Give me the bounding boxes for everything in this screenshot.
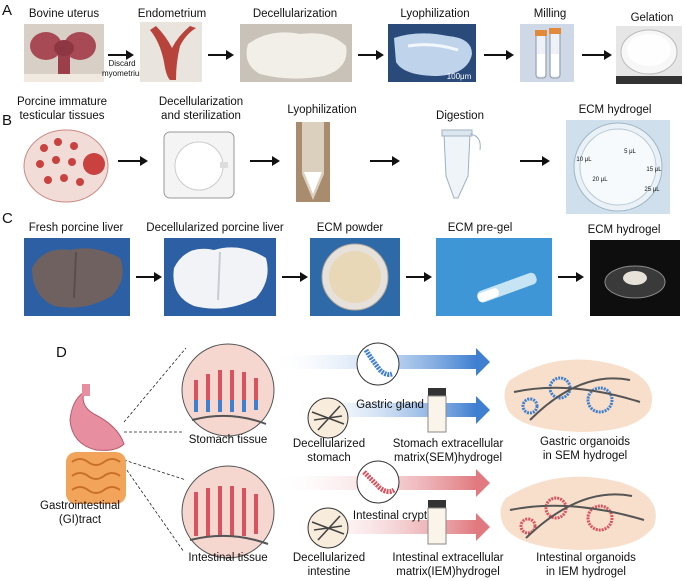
decell-intestine-label-line2: intestine [307, 566, 351, 578]
intestinal-tissue-label: Intestinal tissue [188, 552, 268, 564]
arrow-a1 [108, 50, 134, 60]
arrow-c2 [282, 272, 308, 282]
panel-label-d: D [56, 344, 67, 361]
step-label-fresh-liver: Fresh porcine liver [28, 222, 124, 234]
arrow-a3 [358, 50, 384, 60]
gastric-organoid-blob [504, 359, 652, 432]
discard-note-line2: myometrium [102, 69, 147, 78]
photo-endometrium [140, 22, 202, 82]
panel-label-b: B [2, 112, 13, 129]
scale-bar-label: 100μm [446, 72, 472, 81]
step-label-ecm-hydrogel-c: ECM hydrogel [587, 224, 661, 236]
dashed-connectors [123, 347, 187, 553]
step-label-porcine-line2: testicular tissues [19, 110, 105, 122]
photo-ecm-hydrogel-b [566, 120, 670, 214]
gastric-organoids-label-line1: Gastric organoids [539, 436, 631, 448]
photo-bovine-uterus [24, 24, 104, 82]
photo-fresh-liver [24, 238, 130, 316]
arrow-c1 [136, 272, 162, 282]
step-label-decell-line1: Decellularization [158, 96, 244, 108]
gi-tract-label-line2: (GI)tract [58, 514, 102, 526]
arrow-a2 [208, 50, 234, 60]
photo-lyophilization-a [388, 24, 476, 82]
decell-stomach-label-line1: Decellularized [292, 438, 366, 450]
step-label-lyophilization-b: Lyophilization [287, 104, 357, 116]
step-label-ecm-hydrogel-b: ECM hydrogel [578, 104, 652, 116]
step-label-bovine-uterus: Bovine uterus [28, 8, 100, 20]
stomach-organ [69, 384, 125, 451]
photo-decellularization-a [240, 24, 352, 82]
panel-d-illustration [66, 342, 656, 559]
intestine-organ [66, 452, 126, 504]
photo-milling [520, 24, 574, 82]
photo-decell-liver [164, 238, 276, 316]
decell-stomach-label-line2: stomach [307, 452, 351, 464]
dish-mark-25: 25 μL [644, 187, 660, 193]
gastric-gland-circle [356, 342, 400, 386]
sem-hydrogel-label-line2: matrix(SEM)hydrogel [394, 452, 502, 464]
decell-intestine-circle [307, 507, 349, 549]
step-label-lyophilization-a: Lyophilization [400, 8, 470, 20]
step-label-endometrium: Endometrium [137, 8, 207, 20]
arrow-b3 [370, 156, 400, 166]
step-label-decell-liver: Decellularized porcine liver [146, 222, 284, 234]
arrow-b2 [250, 156, 280, 166]
intestinal-organoids-label-line1: Intestinal organoids [536, 552, 636, 564]
step-label-decellularization-a: Decellularization [252, 8, 338, 20]
dish-mark-5: 5 μL [624, 149, 636, 155]
step-label-digestion: Digestion [436, 110, 484, 122]
arrow-a4 [484, 50, 514, 60]
intestinal-crypt-label: Intestinal crypt [352, 510, 428, 522]
stomach-tissue-label: Stomach tissue [188, 434, 268, 446]
step-label-ecm-powder: ECM powder [316, 222, 384, 234]
arrow-c4 [558, 272, 584, 282]
photo-decell-sterilization [160, 128, 238, 202]
arrow-b1 [118, 156, 148, 166]
dish-mark-10: 10 μL [576, 157, 592, 163]
arrow-c3 [406, 272, 432, 282]
step-label-milling: Milling [533, 8, 567, 20]
stomach-tissue-circle [181, 343, 275, 437]
dish-mark-15: 15 μL [646, 167, 662, 173]
panel-label-a: A [2, 2, 13, 19]
intestinal-organoids-label-line2: in IEM hydrogel [546, 566, 626, 578]
gastric-gland-label: Gastric gland [356, 399, 424, 411]
intestinal-organoid-blob [500, 476, 656, 550]
gastric-organoids-label-line2: in SEM hydrogel [542, 450, 628, 462]
photo-digestion [424, 126, 490, 202]
step-label-ecm-pregel: ECM pre-gel [447, 222, 513, 234]
iem-hydrogel-label-line1: Intestinal extracellular [392, 552, 504, 564]
iem-vial [427, 500, 447, 545]
discard-note-line1: Discard [108, 59, 136, 68]
iem-hydrogel-label-line2: matrix(IEM)hydrogel [396, 566, 500, 578]
dish-mark-20: 20 μL [592, 177, 608, 183]
photo-porcine-testicular [22, 128, 110, 204]
gi-tract-label-line1: Gastrointestinal [40, 500, 120, 512]
decell-stomach-circle [307, 397, 349, 439]
step-label-decell-line2: and sterilization [161, 110, 241, 122]
sem-vial [427, 388, 447, 433]
photo-gelation [616, 26, 682, 84]
photo-ecm-hydrogel-c [590, 240, 680, 316]
intestinal-crypt-circle [356, 460, 400, 504]
sem-hydrogel-label-line1: Stomach extracellular [392, 438, 504, 450]
panel-label-c: C [2, 210, 13, 227]
decell-intestine-label-line1: Decellularized [292, 552, 366, 564]
step-label-gelation: Gelation [630, 12, 674, 24]
intestinal-tissue-circle [181, 465, 275, 559]
arrow-b4 [520, 156, 550, 166]
arrow-a5 [582, 50, 612, 60]
step-label-porcine-line1: Porcine immature [16, 96, 108, 108]
photo-lyophilization-b [296, 122, 330, 202]
photo-ecm-powder [310, 238, 400, 316]
photo-ecm-pregel [436, 238, 552, 316]
